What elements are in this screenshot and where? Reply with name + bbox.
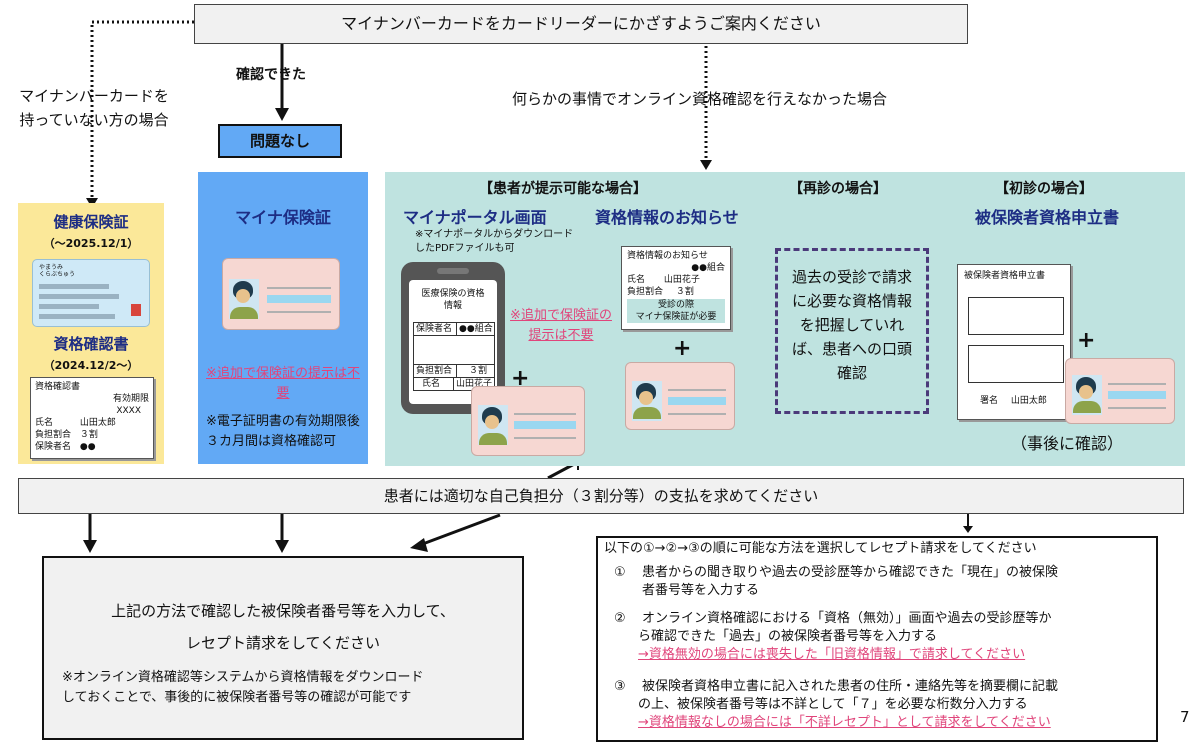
online-fail-label: 何らかの事情でオンライン資格確認を行えなかった場合 bbox=[512, 90, 888, 108]
shikaku-doc-name-val: 山田太郎 bbox=[79, 418, 116, 428]
left-instruction-box: 上記の方法で確認した被保険者番号等を入力して、 レセプト請求をしてください ※オ… bbox=[42, 556, 524, 740]
notice-doc-strip1: 受診の際 bbox=[657, 300, 694, 310]
right-item2-b: ら確認できた「過去」の被保険者番号等を入力する bbox=[638, 629, 938, 644]
right-item1-b: 者番号等を入力する bbox=[642, 583, 760, 598]
right-item2-link[interactable]: →資格無効の場合には喪失した「旧資格情報」で請求してください bbox=[638, 647, 1026, 662]
notice-doc-ratio-val: ３割 bbox=[675, 287, 694, 297]
revisit-header: 【再診の場合】 bbox=[789, 181, 887, 197]
first-form: 被保険者資格申立書 署名 山田太郎 bbox=[957, 264, 1071, 420]
no-problem-text: 問題なし bbox=[249, 132, 310, 150]
form-myna-card bbox=[1065, 358, 1175, 424]
notice-doc-name-val: 山田花子 bbox=[663, 275, 700, 285]
phone-title: 医療保険の資格情報 bbox=[421, 289, 485, 311]
notice-doc: 資格情報のお知らせ ●●組合 氏名 山田花子 負担割合 ３割 受診の際 マイナ保… bbox=[621, 246, 731, 330]
patient-header: 【患者が提示可能な場合】 bbox=[479, 181, 647, 197]
plus-sign-notice: + bbox=[673, 336, 692, 361]
no-card-case-line2: 持っていない方の場合 bbox=[19, 111, 169, 129]
myna-pink-note: ※追加で保険証の提示は不要 bbox=[206, 366, 360, 401]
kenpo-date: （～2025.12/1） bbox=[43, 237, 139, 250]
shikaku-doc-expiry-val: XXXX bbox=[116, 406, 141, 416]
notice-myna-card bbox=[625, 362, 735, 430]
insurance-card-label: やまうみ くらぶちゅう bbox=[39, 264, 76, 278]
portal-title: マイナポータル画面 bbox=[403, 208, 547, 227]
shikaku-doc-ratio-label: 負担割合 bbox=[35, 430, 72, 440]
shikaku-doc-insurer-label: 保険者名 bbox=[35, 442, 72, 452]
phone-image: 医療保険の資格情報 保険者名 ●●組合 負担割合 ３割 氏名 山田花子 bbox=[401, 262, 505, 414]
payment-bar: 患者には適切な自己負担分（３割分等）の支払を求めてください bbox=[18, 478, 1184, 514]
right-item1-a: 患者からの聞き取りや過去の受診歴等から確認できた「現在」の被保険 bbox=[642, 565, 1059, 580]
myna-title: マイナ保険証 bbox=[235, 208, 331, 227]
first-form-title: 被保険者資格申立書 bbox=[964, 271, 1046, 281]
phone-name-label: 氏名 bbox=[414, 378, 454, 390]
shikaku-doc-expiry-label: 有効期限 bbox=[112, 394, 149, 404]
plus-sign-form: + bbox=[1077, 328, 1096, 353]
notice-doc-ratio-label: 負担割合 bbox=[627, 287, 664, 297]
notice-title: 資格情報のお知らせ bbox=[595, 208, 739, 227]
notice-doc-title: 資格情報のお知らせ bbox=[627, 251, 708, 261]
right-item1-num: ① bbox=[614, 565, 626, 580]
shikaku-doc-ratio-val: ３割 bbox=[79, 430, 98, 440]
insurance-card-image: やまうみ くらぶちゅう bbox=[32, 259, 150, 327]
portal-pink-note: ※追加で保険証の提示は不要 bbox=[510, 308, 612, 343]
phone-ratio-label: 負担割合 bbox=[414, 365, 457, 377]
payment-text: 患者には適切な自己負担分（３割分等）の支払を求めてください bbox=[383, 487, 819, 505]
shikaku-doc-title: 資格確認書 bbox=[35, 382, 81, 392]
right-item3-num: ③ bbox=[614, 679, 626, 694]
phone-insurer-label: 保険者名 bbox=[414, 323, 457, 335]
top-banner-text: マイナンバーカードをカードリーダーにかざすようご案内ください bbox=[341, 14, 821, 33]
myna-card-image bbox=[222, 258, 340, 330]
shikaku-doc-name-label: 氏名 bbox=[35, 418, 54, 428]
left-line2: レセプト請求をしてください bbox=[185, 634, 381, 652]
left-line1: 上記の方法で確認した被保険者番号等を入力して、 bbox=[111, 602, 455, 620]
right-item2-num: ② bbox=[614, 611, 626, 626]
shikaku-date: （2024.12/2～） bbox=[43, 359, 139, 372]
no-problem-box: 問題なし bbox=[218, 124, 342, 158]
portal-note: ※マイナポータルからダウンロードしたPDFファイルも可 bbox=[415, 229, 574, 254]
phone-ratio-val: ３割 bbox=[469, 366, 488, 376]
myna-note: ※電子証明書の有効期限後３カ月間は資格確認可 bbox=[206, 414, 360, 449]
right-item3-a: 被保険者資格申立書に記入された患者の住所・連絡先等を摘要欄に記載 bbox=[642, 679, 1059, 694]
first-title: 被保険者資格申立書 bbox=[975, 208, 1120, 227]
after-confirm-text: （事後に確認） bbox=[1011, 434, 1124, 453]
revisit-text: 過去の受診で請求に必要な資格情報を把握していれば、患者への口頭確認 bbox=[791, 268, 912, 382]
first-form-sign-val: 山田太郎 bbox=[1010, 396, 1047, 406]
top-banner: マイナンバーカードをカードリーダーにかざすようご案内ください bbox=[194, 4, 968, 44]
insurance-card-seal bbox=[131, 304, 141, 316]
shikaku-doc: 資格確認書 有効期限 XXXX 氏名 山田太郎 負担割合 ３割 保険者名 ●● bbox=[30, 377, 154, 459]
teal-area: 【患者が提示可能な場合】 【再診の場合】 【初診の場合】 マイナポータル画面 資… bbox=[385, 172, 1185, 466]
first-form-sign-label: 署名 bbox=[980, 396, 999, 406]
right-instruction-box: 以下の①→②→③の順に可能な方法を選択してレセプト請求をしてください ① 患者か… bbox=[596, 536, 1158, 742]
shikaku-title: 資格確認書 bbox=[53, 335, 129, 353]
right-item3-b: の上、被保険者番号等は不詳として「７」を必要な桁数分入力する bbox=[638, 697, 1028, 712]
first-header: 【初診の場合】 bbox=[995, 181, 1093, 197]
page-number: 7 bbox=[1180, 708, 1190, 726]
phone-name-val: 山田花子 bbox=[456, 379, 493, 389]
no-card-case-label: マイナンバーカードを 持っていない方の場合 bbox=[4, 84, 184, 132]
revisit-box: 過去の受診で請求に必要な資格情報を把握していれば、患者への口頭確認 bbox=[775, 248, 929, 414]
portal-myna-card bbox=[471, 386, 585, 456]
right-item3-link[interactable]: →資格情報なしの場合には「不詳レセプト」として請求をしてください bbox=[638, 715, 1051, 730]
no-card-case-line1: マイナンバーカードを bbox=[19, 87, 169, 105]
right-item2-a: オンライン資格確認における「資格（無効）」画面や過去の受診歴等か bbox=[642, 611, 1052, 626]
notice-doc-org: ●●組合 bbox=[691, 263, 725, 273]
kenpo-column: 健康保険証 （～2025.12/1） やまうみ くらぶちゅう 資格確認書 （20… bbox=[18, 203, 164, 464]
phone-insurer-val: ●●組合 bbox=[459, 324, 493, 334]
left-note1: ※オンライン資格確認等システムから資格情報をダウンロード bbox=[62, 670, 424, 685]
kenpo-title: 健康保険証 bbox=[53, 213, 129, 231]
myna-column: マイナ保険証 ※追加で保険証の提示は不要 ※電子証明書の有効期限後３カ月間は資格… bbox=[198, 172, 368, 464]
shikaku-doc-insurer-val: ●● bbox=[79, 442, 96, 452]
notice-doc-name-label: 氏名 bbox=[627, 275, 646, 285]
plus-sign-portal: + bbox=[511, 366, 530, 391]
confirmed-label: 確認できた bbox=[236, 67, 306, 83]
right-intro: 以下の①→②→③の順に可能な方法を選択してレセプト請求をしてください bbox=[604, 541, 1037, 556]
left-note2: しておくことで、事後的に被保険者番号等の確認が可能です bbox=[62, 690, 412, 705]
notice-doc-strip2: マイナ保険証が必要 bbox=[635, 312, 717, 322]
